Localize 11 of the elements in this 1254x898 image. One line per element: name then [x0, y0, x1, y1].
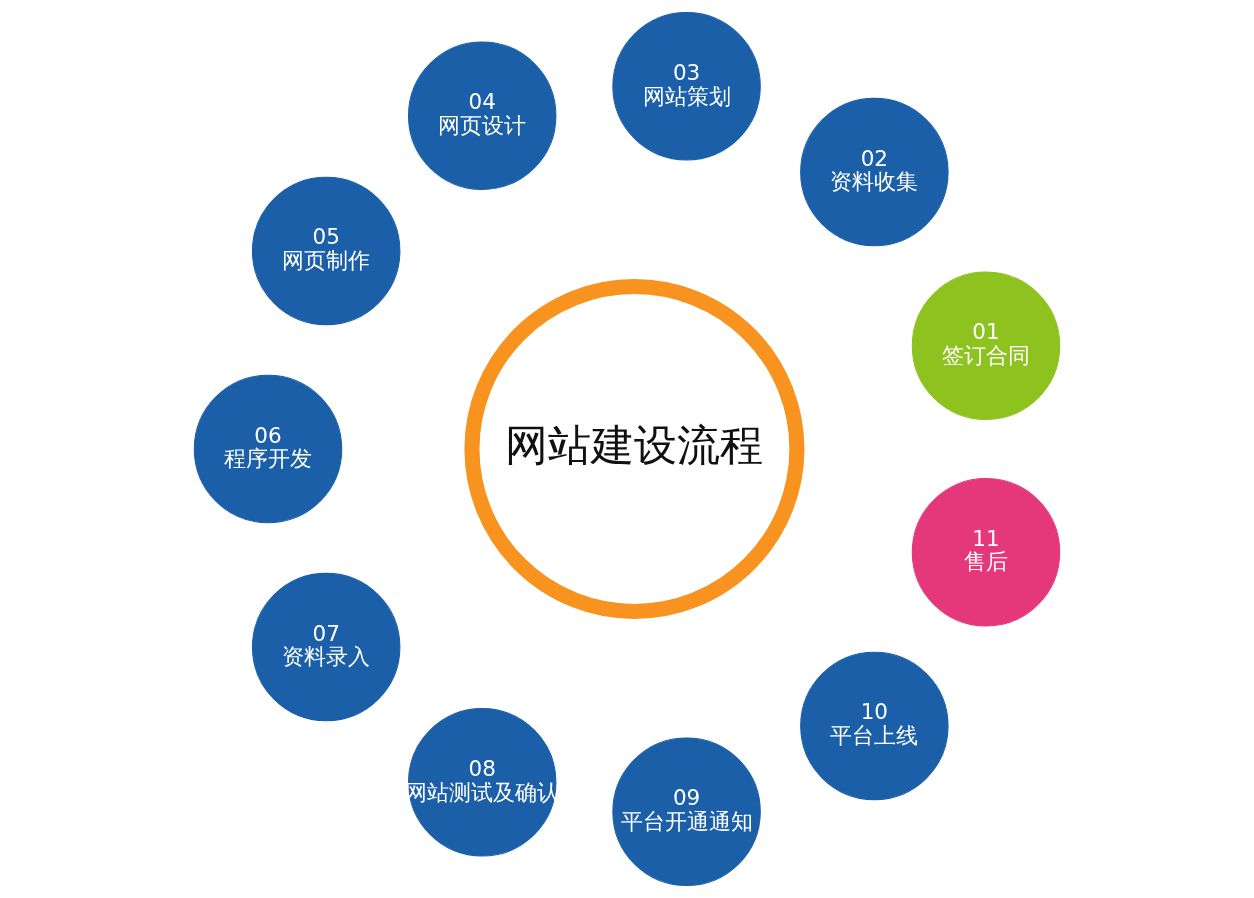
node-circle: 网站建设流程	[464, 279, 805, 619]
node-circle: 02 资料收集	[800, 97, 949, 247]
node-circle: 09 平台开通通知	[612, 737, 761, 886]
node-circle: 01 签订合同	[911, 271, 1061, 421]
node-circle: 05 网页制作	[251, 176, 401, 326]
node-circle: 07 资料录入	[251, 572, 401, 722]
node-circle: 03 网站策划	[612, 12, 761, 161]
node-circle: 04 网页设计	[407, 41, 557, 190]
node-circle: 10 平台上线	[800, 651, 949, 801]
node-circle: 06 程序开发	[193, 374, 343, 524]
node-circle: 11 售后	[911, 478, 1061, 627]
